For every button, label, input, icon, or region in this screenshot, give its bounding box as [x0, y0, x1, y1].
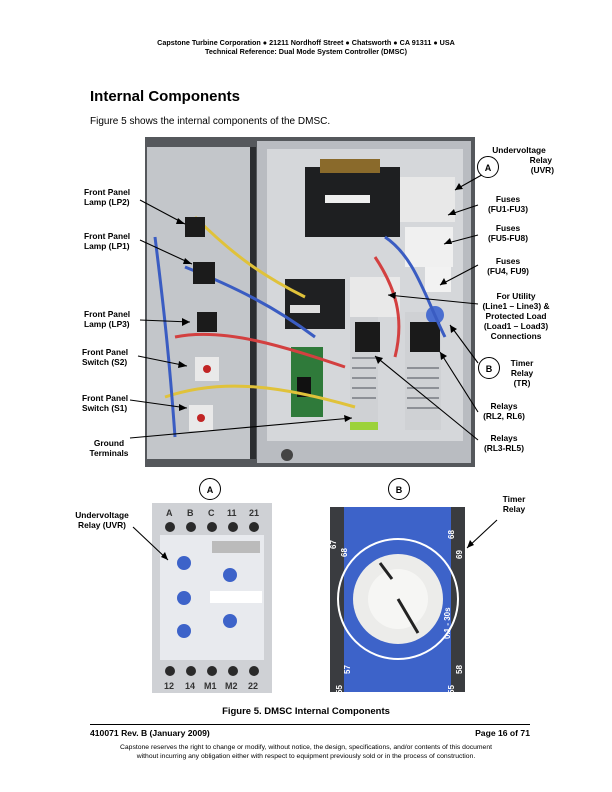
timer-terminal-label: 57: [343, 665, 352, 674]
uvr-terminal-label: A: [166, 508, 173, 518]
timer-range-label: 0.1 - 30s: [443, 607, 452, 639]
footer-disclaimer: Capstone reserves the right to change or…: [119, 744, 493, 760]
timer-terminal-label: 69: [455, 550, 464, 559]
uvr-terminal-label: 21: [249, 508, 259, 518]
page-header-title: Technical Reference: Dual Mode System Co…: [205, 47, 407, 56]
uvr-terminal-label: M2: [225, 681, 238, 691]
uvr-terminal-label: 11: [227, 508, 237, 518]
label-fuses-fu1-fu3: Fuses(FU1-FU3): [487, 194, 528, 214]
footer-page-number: Page 16 of 71: [475, 728, 530, 738]
uvr-terminal-label: B: [187, 508, 194, 518]
timer-relay-closeup-photo: 67 68 68 69 55 57 55 58 0.1 - 30s: [330, 507, 465, 692]
uvr-terminal-label: M1: [204, 681, 217, 691]
intro-text: Figure 5 shows the internal components o…: [90, 116, 331, 127]
uvr-panel-illustration: A B C 11 21 12 14 M1 M2 22: [152, 503, 272, 693]
callout-a-bottom: A: [199, 478, 221, 500]
label-relays-rl3-rl5: Relays(RL3-RL5): [483, 433, 524, 453]
uvr-terminal-label: C: [208, 508, 215, 518]
timer-terminal-label: 55: [335, 685, 344, 692]
uvr-terminal-label: 12: [164, 681, 174, 691]
timer-terminal-label: 68: [447, 530, 456, 539]
section-title: Internal Components: [90, 88, 241, 105]
dmsc-enclosure-illustration: [145, 137, 475, 467]
uvr-closeup-photo: A B C 11 21 12 14 M1 M2 22: [152, 503, 272, 693]
page-header-company: Capstone Turbine Corporation ● 21211 Nor…: [157, 38, 455, 47]
uvr-terminal-label: 22: [248, 681, 258, 691]
label-relays-rl2-rl6: Relays(RL2, RL6): [483, 401, 525, 421]
callout-b-bottom: B: [388, 478, 410, 500]
timer-terminal-label: 67: [330, 540, 338, 549]
callout-b-top: B: [478, 357, 500, 379]
footer-doc-number: 410071 Rev. B (January 2009): [90, 728, 210, 738]
figure-caption: Figure 5. DMSC Internal Components: [222, 706, 390, 717]
label-utility-connections: For Utility(Line1 – Line3) &Protected Lo…: [482, 291, 550, 341]
footer-divider: [90, 724, 530, 725]
timer-terminal-label: 58: [455, 665, 464, 674]
label-fuses-fu5-fu8: Fuses(FU5-FU8): [487, 223, 528, 243]
label-fuses-fu4-fu9: Fuses(FU4, FU9): [487, 256, 529, 276]
callout-a-top: A: [477, 156, 499, 178]
uvr-terminal-label: 14: [185, 681, 195, 691]
timer-terminal-label: 68: [340, 548, 349, 557]
timer-panel-illustration: 67 68 68 69 55 57 55 58 0.1 - 30s: [330, 507, 465, 692]
timer-terminal-label: 55: [447, 685, 456, 692]
dmsc-internal-photo: [145, 137, 475, 467]
